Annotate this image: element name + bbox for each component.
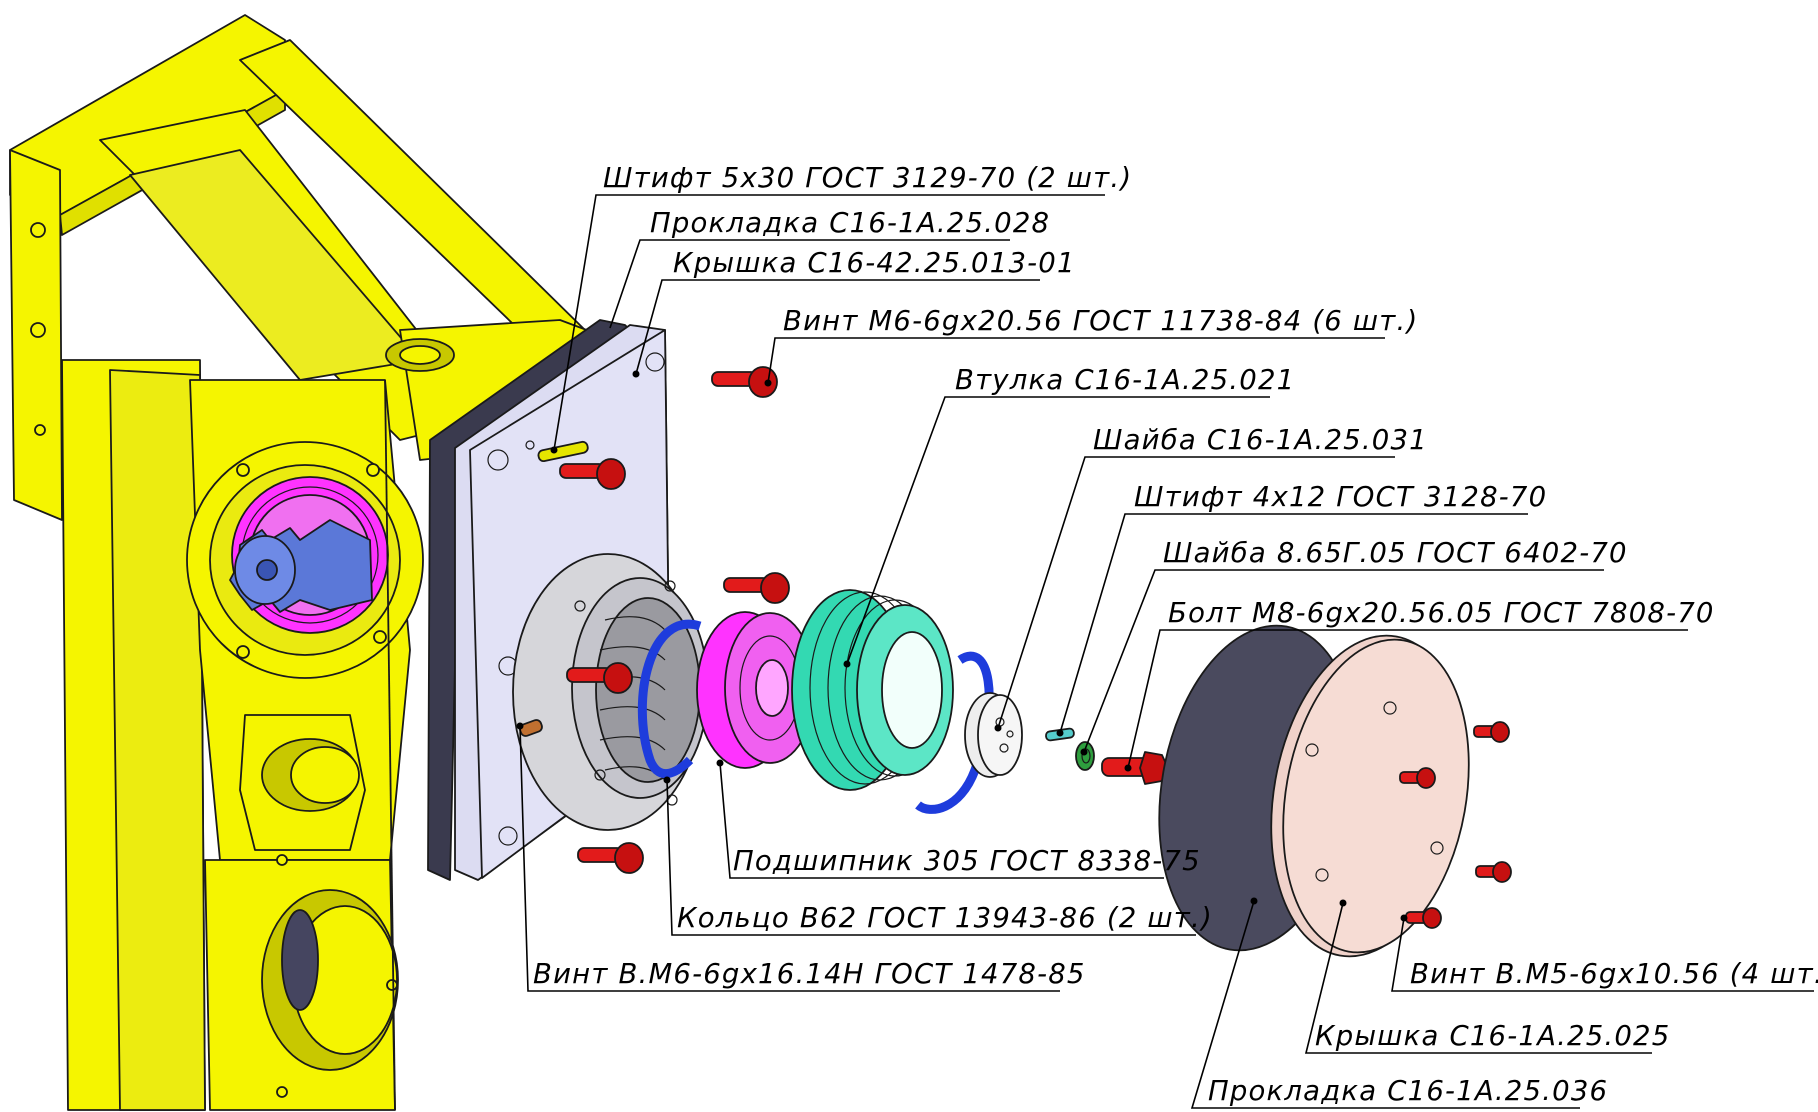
- label-screw-m6-16: Винт В.М6-6gх16.14Н ГОСТ 1478-85: [533, 958, 1086, 990]
- callouts: Штифт 5х30 ГОСТ 3129-70 (2 шт.) Прокладк…: [516, 162, 1818, 1109]
- label-bearing-305: Подшипник 305 ГОСТ 8338-75: [733, 845, 1201, 877]
- bushing-021: [791, 589, 954, 791]
- callout-bearing-305: Подшипник 305 ГОСТ 8338-75: [716, 759, 1201, 879]
- label-screw-m6-20: Винт М6-6gх20.56 ГОСТ 11738-84 (6 шт.): [783, 305, 1418, 337]
- label-washer-031: Шайба С16-1А.25.031: [1093, 424, 1428, 456]
- callout-ring-b62: Кольцо В62 ГОСТ 13943-86 (2 шт.): [663, 776, 1213, 936]
- retaining-ring-left: [637, 619, 702, 779]
- small-red-screw: [1473, 721, 1510, 743]
- label-pin-4x12: Штифт 4х12 ГОСТ 3128-70: [1134, 481, 1547, 513]
- red-screw: [577, 842, 644, 874]
- yellow-pin-5x30: [537, 440, 589, 463]
- red-screw: [559, 458, 626, 490]
- green-washer-8: [1075, 741, 1095, 771]
- label-bolt-m8: Болт М8-6gх20.56.05 ГОСТ 7808-70: [1168, 597, 1715, 629]
- callout-gasket-028: Прокладка С16-1А.25.028: [609, 207, 1050, 329]
- callout-screw-m5: Винт В.М5-6gх10.56 (4 шт.): [1391, 914, 1818, 992]
- callout-bolt-m8: Болт М8-6gх20.56.05 ГОСТ 7808-70: [1124, 597, 1715, 772]
- label-ring-b62: Кольцо В62 ГОСТ 13943-86 (2 шт.): [677, 902, 1213, 934]
- callout-gasket-036: Прокладка С16-1А.25.036: [1190, 897, 1608, 1109]
- callout-cover-025: Крышка С16-1А.25.025: [1304, 899, 1670, 1054]
- end-cap-025: [1270, 634, 1470, 958]
- label-cover-025: Крышка С16-1А.25.025: [1315, 1020, 1670, 1052]
- callout-bushing-021: Втулка С16-1А.25.021: [843, 364, 1295, 668]
- washer-031: [964, 692, 1023, 778]
- label-cover-013: Крышка С16-42.25.013-01: [673, 247, 1076, 279]
- label-pin-5x30: Штифт 5х30 ГОСТ 3129-70 (2 шт.): [603, 162, 1132, 194]
- callout-washer-8: Шайба 8.65Г.05 ГОСТ 6402-70: [1080, 537, 1628, 756]
- small-red-screw: [1399, 767, 1436, 789]
- red-screw: [566, 662, 633, 694]
- callout-pin-4x12: Штифт 4х12 ГОСТ 3128-70: [1056, 481, 1547, 737]
- red-bolt-m8: [1101, 751, 1169, 785]
- label-gasket-028: Прокладка С16-1А.25.028: [650, 207, 1050, 239]
- red-screw: [723, 572, 790, 604]
- small-red-screw: [1475, 861, 1512, 883]
- label-screw-m5: Винт В.М5-6gх10.56 (4 шт.): [1410, 958, 1818, 990]
- bearing-305: [696, 611, 816, 769]
- callout-pin-5x30: Штифт 5х30 ГОСТ 3129-70 (2 шт.): [550, 162, 1132, 454]
- callout-cover-013: Крышка С16-42.25.013-01: [632, 247, 1076, 378]
- label-gasket-036: Прокладка С16-1А.25.036: [1208, 1075, 1608, 1107]
- callout-washer-031: Шайба С16-1А.25.031: [994, 424, 1428, 732]
- label-bushing-021: Втулка С16-1А.25.021: [955, 364, 1295, 396]
- label-washer-8: Шайба 8.65Г.05 ГОСТ 6402-70: [1163, 537, 1628, 569]
- callout-screw-m6-16: Винт В.М6-6gх16.14Н ГОСТ 1478-85: [516, 722, 1086, 992]
- callout-screw-m6-20: Винт М6-6gх20.56 ГОСТ 11738-84 (6 шт.): [764, 305, 1418, 387]
- frame-main-column-face: [109, 369, 206, 1111]
